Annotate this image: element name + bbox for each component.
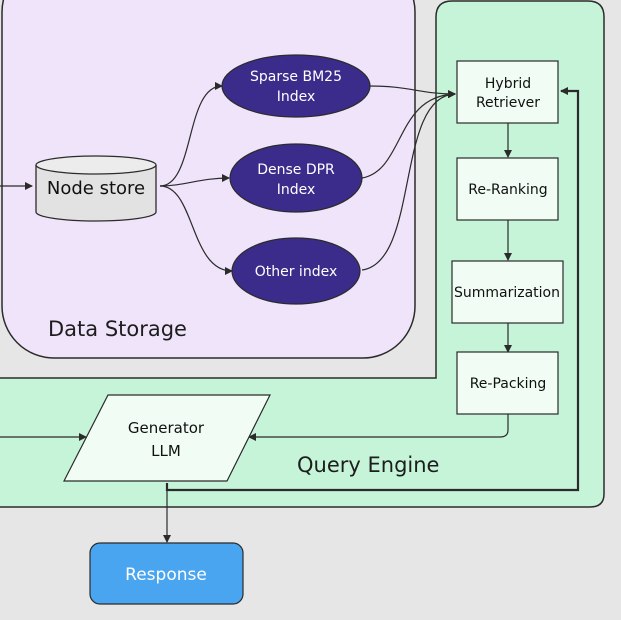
hybrid-retriever-label-line2: Retriever xyxy=(476,95,540,111)
node-store-label: Node store xyxy=(47,178,145,199)
sparse-bm25-index-node: Sparse BM25 Index xyxy=(221,54,371,118)
data-storage-label: Data Storage xyxy=(48,317,187,341)
sparse-to-hybrid-arrow xyxy=(369,85,456,98)
hybrid-retriever-box: Hybrid Retriever xyxy=(456,60,559,124)
sparse-bm25-label-line2: Index xyxy=(277,89,316,105)
summarization-label: Summarization xyxy=(454,285,560,301)
re-packing-box: Re-Packing xyxy=(456,351,559,415)
repacking-to-generator-arrow xyxy=(248,414,509,441)
response-node: Response xyxy=(89,542,244,605)
dense-to-hybrid-arrow xyxy=(361,90,456,179)
generator-llm-node: Generator LLM xyxy=(63,394,271,482)
generator-label-line1: Generator xyxy=(128,419,205,437)
hybrid-retriever-label-line1: Hybrid xyxy=(485,76,531,92)
node-store-to-dense-arrow xyxy=(159,174,230,187)
summarization-box: Summarization xyxy=(451,260,564,324)
dense-dpr-label-line2: Index xyxy=(277,182,316,198)
other-index-node: Other index xyxy=(231,237,361,305)
sparse-bm25-label-line1: Sparse BM25 xyxy=(250,69,342,85)
re-ranking-label: Re-Ranking xyxy=(468,182,547,198)
dense-dpr-index-node: Dense DPR Index xyxy=(229,143,363,213)
response-label: Response xyxy=(125,565,207,585)
generator-label-line2: LLM xyxy=(151,442,181,460)
re-ranking-box: Re-Ranking xyxy=(456,157,559,221)
node-store-cylinder: Node store xyxy=(35,155,157,222)
other-to-hybrid-arrow xyxy=(361,90,456,271)
query-engine-region xyxy=(0,0,605,508)
dense-dpr-label-line1: Dense DPR xyxy=(257,162,335,178)
re-packing-label: Re-Packing xyxy=(470,376,547,392)
query-engine-label: Query Engine xyxy=(297,453,439,477)
node-store-to-sparse-arrow xyxy=(159,82,223,187)
other-index-label: Other index xyxy=(255,264,338,280)
node-store-to-other-arrow xyxy=(159,185,233,275)
